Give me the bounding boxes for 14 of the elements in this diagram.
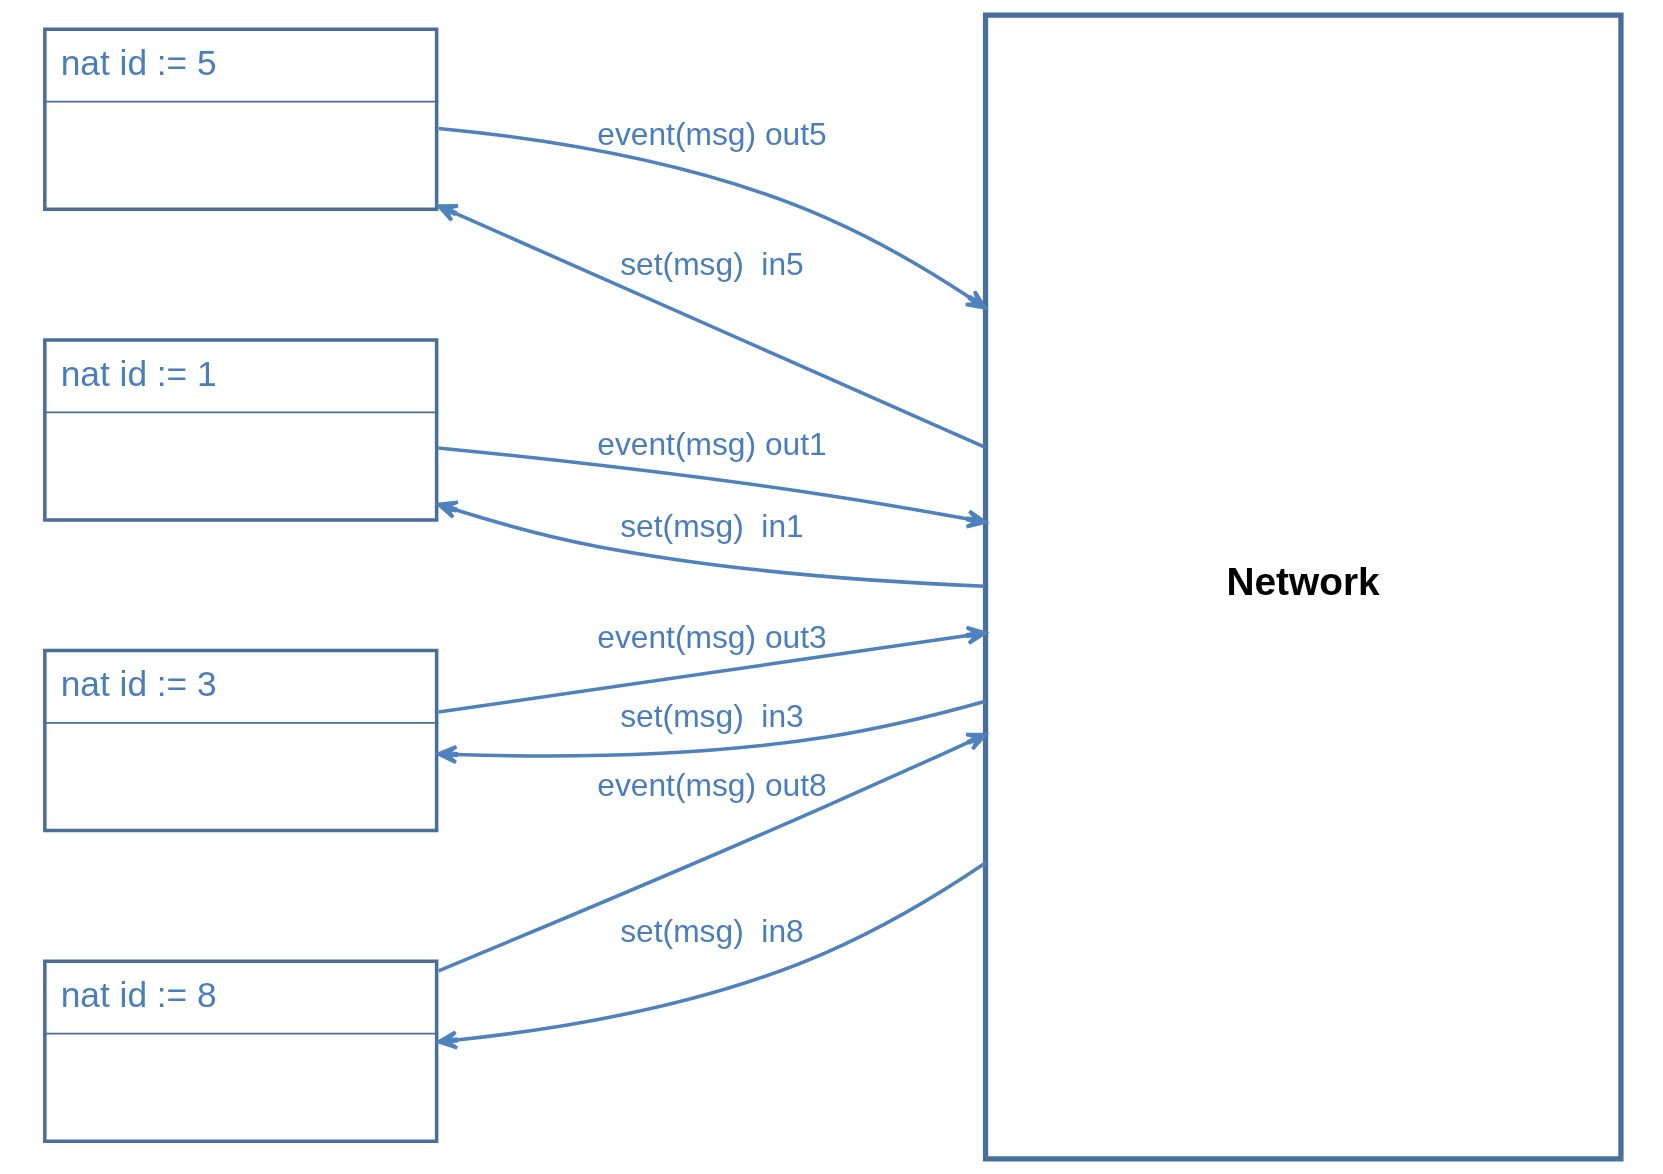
edge-label: set(msg) in5 [619, 246, 804, 283]
arrow [436, 861, 986, 1050]
edge-label: event(msg) out1 [596, 426, 827, 463]
edge-label: event(msg) out8 [596, 766, 827, 803]
arrow [437, 446, 987, 529]
edge-label: event(msg) out3 [596, 618, 827, 655]
arrow [436, 204, 986, 449]
node-box: Network [982, 12, 1624, 1162]
arrow [437, 625, 987, 714]
edge-label: set(msg) in1 [619, 507, 804, 544]
arrow [437, 732, 987, 973]
edge-label: set(msg) in8 [619, 913, 804, 950]
edge-label: set(msg) in3 [619, 698, 804, 735]
edge-label: event(msg) out5 [596, 115, 827, 152]
